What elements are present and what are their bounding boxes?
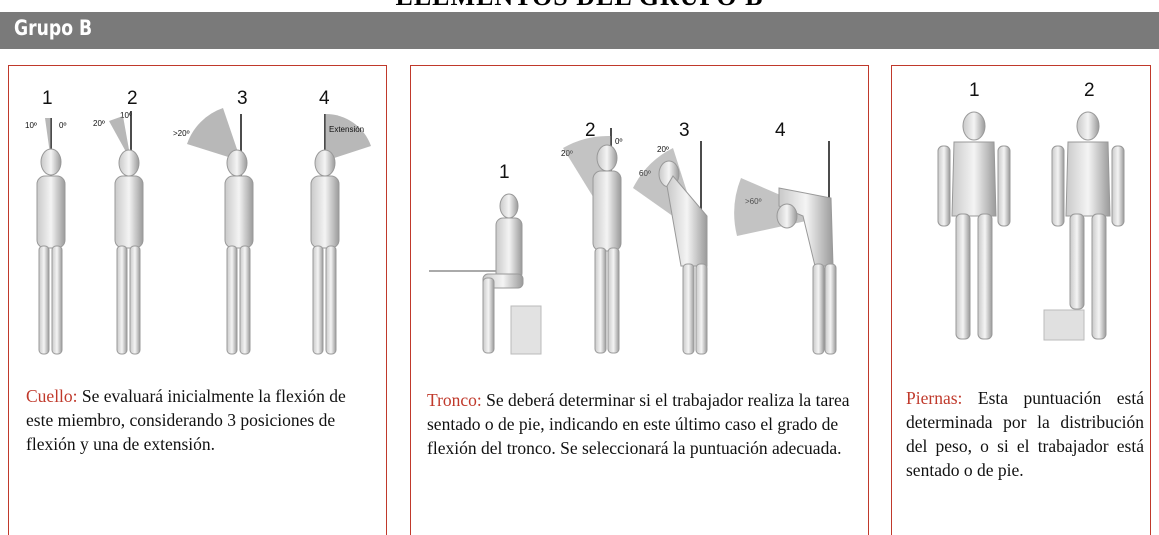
panel-piernas: 1 2 Piernas: Esta puntuación está determ… [891,65,1151,535]
cuello-figure-1: 1 10º 0º [25,88,66,354]
piernas-number-2: 2 [1084,80,1095,101]
section-label: Grupo B [14,16,92,40]
tronco-figure-1: 1 [429,162,541,354]
cuello-figure-2: 2 20º 10º [93,88,143,354]
cuello-description: Cuello: Se evaluará inicialmente la flex… [26,384,376,456]
piernas-description: Piernas: Esta puntuación está determinad… [906,386,1144,482]
tronco-figure-4: 4 >60º [734,120,836,354]
tronco-number-4: 4 [775,120,786,141]
piernas-figure-1: 1 [938,80,1010,339]
tronco-angle-label: 0º [615,137,622,146]
tronco-description: Tronco: Se deberá determinar si el traba… [427,388,859,460]
tronco-illustration: 1 2 20º 0º 3 20º 60º [411,66,870,376]
cuello-number-3: 3 [237,88,248,109]
cuello-number-2: 2 [127,88,138,109]
cuello-figure-4: 4 Extensión [311,88,371,354]
tronco-text: Se deberá determinar si el trabajador re… [427,390,850,458]
tronco-number-1: 1 [499,162,510,183]
cuello-figure-3: 3 >20º [173,88,253,354]
piernas-illustration: 1 2 [892,66,1152,376]
cuello-angle-label: 0º [59,121,66,130]
cuello-illustration: 1 10º 0º 2 20º 10º 3 >20º [9,66,388,376]
section-header-bar: Grupo B [0,12,1159,49]
piernas-term: Piernas: [906,388,962,408]
tronco-figure-3: 3 20º 60º [633,120,707,354]
tronco-term: Tronco: [427,390,482,410]
page-title: ELEMENTOS DEL GRUPO B [0,0,1159,12]
cuello-number-1: 1 [42,88,53,109]
cuello-angle-label: 20º [93,119,105,128]
cuello-angle-label: 10º [25,121,37,130]
panel-cuello: 1 10º 0º 2 20º 10º 3 >20º [8,65,387,535]
cuello-number-4: 4 [319,88,330,109]
tronco-number-3: 3 [679,120,690,141]
panel-tronco: 1 2 20º 0º 3 20º 60º [410,65,869,535]
cuello-angle-label: Extensión [329,125,364,134]
piernas-figure-2: 2 [1044,80,1124,340]
tronco-figure-2: 2 20º 0º [561,120,622,353]
piernas-number-1: 1 [969,80,980,101]
cuello-term: Cuello: [26,386,78,406]
cuello-angle-label: >20º [173,129,190,138]
